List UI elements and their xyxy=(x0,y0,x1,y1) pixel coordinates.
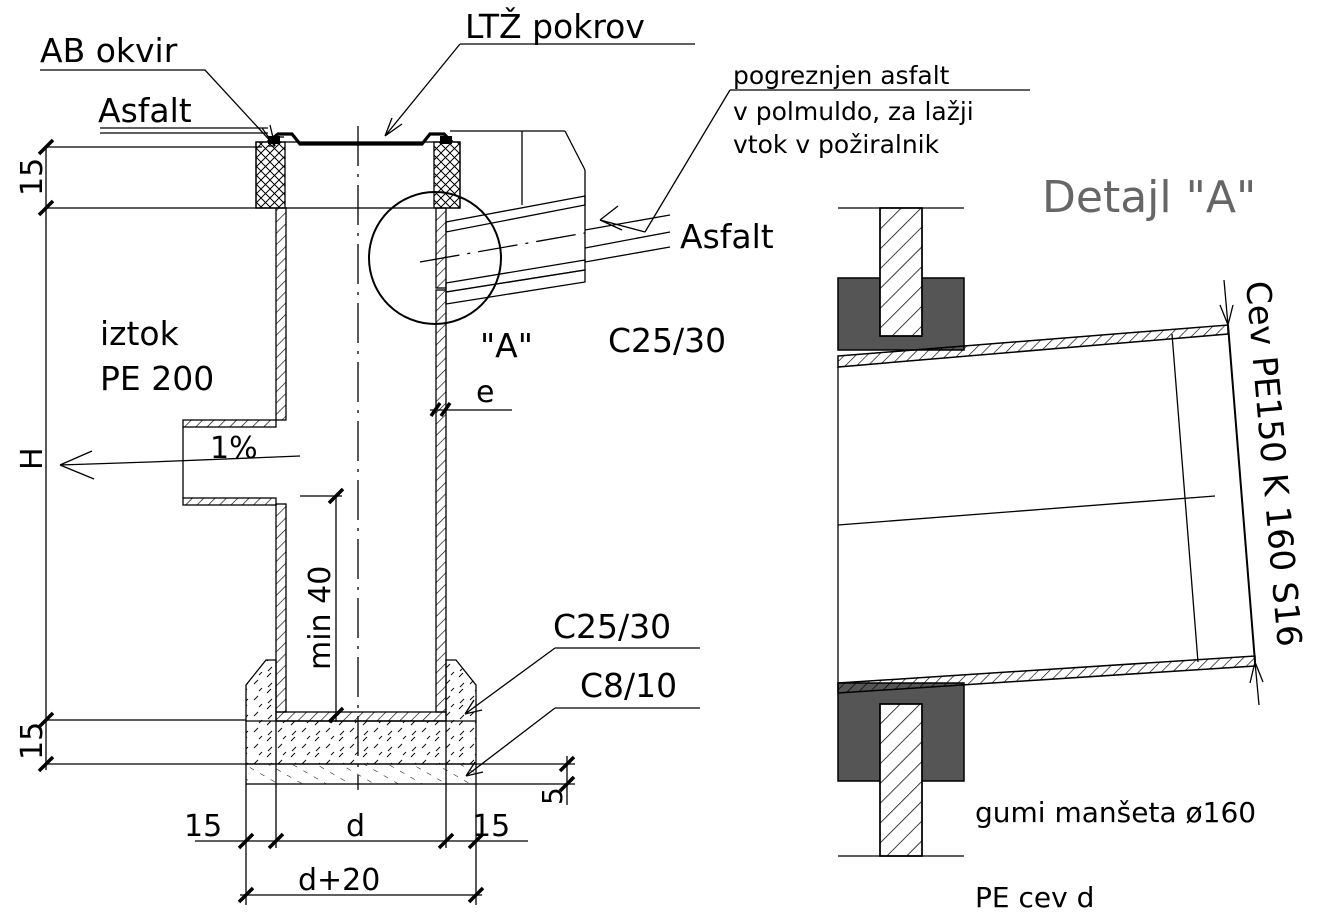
detail-a-drawing xyxy=(837,207,1264,857)
iztok-label-line1: iztok xyxy=(100,314,180,353)
pogreznjen-line3: vtok v požiralnik xyxy=(733,130,940,159)
concrete-wall-label: C25/30 xyxy=(608,321,726,360)
dim-bottom-15: 15 xyxy=(15,722,50,760)
pogreznjen-line1: pogreznjen asfalt xyxy=(733,61,950,90)
lean-concrete-label: C8/10 xyxy=(580,666,677,705)
detail-pipe-label: Cev PE150 K 160 S16 xyxy=(1237,279,1309,648)
pogreznjen-line2: v polmuldo, za lažji xyxy=(733,97,974,126)
detail-title: Detajl "A" xyxy=(1042,172,1256,223)
wall-thickness-label: e xyxy=(476,375,494,410)
min-depth-label: min 40 xyxy=(303,566,338,670)
ab-okvir-label: AB okvir xyxy=(40,31,178,70)
dim-d: d xyxy=(346,809,365,844)
dim-right-15: 15 xyxy=(472,809,510,844)
dim-d-plus-20: d+20 xyxy=(298,863,380,898)
detail-pe-pipe-label: PE cev d xyxy=(975,881,1094,914)
asfalt-top-label: Asfalt xyxy=(98,91,192,130)
dim-left-15: 15 xyxy=(184,809,222,844)
iztok-label-line2: PE 200 xyxy=(100,359,214,398)
asfalt-right-label: Asfalt xyxy=(680,217,774,256)
height-label: H xyxy=(15,447,50,470)
dim-top-15: 15 xyxy=(15,158,50,196)
manhole-section xyxy=(37,43,1030,905)
dim-bottom-5: 5 xyxy=(536,787,569,805)
slope-label: 1% xyxy=(210,431,258,466)
detail-ref-label: "A" xyxy=(480,326,533,365)
concrete-base-label: C25/30 xyxy=(553,607,671,646)
detail-gasket-label: gumi manšeta ø160 xyxy=(975,796,1256,829)
ltz-pokrov-label: LTŽ pokrov xyxy=(465,6,645,46)
